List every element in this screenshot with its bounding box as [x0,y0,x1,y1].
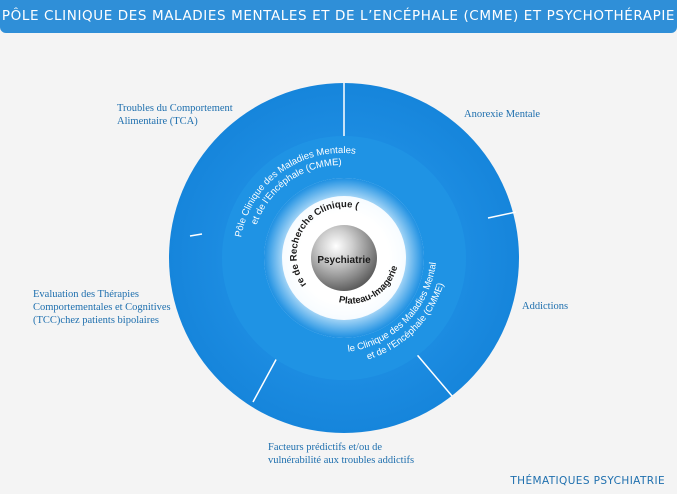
divider-bottom-left [252,355,279,403]
label-anorexie: Anorexie Mentale [464,109,541,120]
footer-label: THÉMATIQUES PSYCHIATRIE [510,475,665,487]
label-facteurs: Facteurs prédictifs et/ou de vulnérabili… [268,442,415,466]
divider-left [189,233,203,237]
label-tcc: Evaluation des Thérapies Comportementale… [33,289,171,326]
outer-ring-dividers [189,83,517,403]
divider-bottom-right [412,349,453,397]
middle-ring-band [221,135,467,381]
center-label: Psychiatrie [317,255,371,266]
label-addictions: Addictions [522,301,569,312]
label-tca: Troubles du Comportement Alimentaire (TC… [117,103,233,127]
center-sphere [311,225,377,291]
divider-right [487,211,517,219]
page-title: PÔLE CLINIQUE DES MALADIES MENTALES ET D… [0,0,677,33]
